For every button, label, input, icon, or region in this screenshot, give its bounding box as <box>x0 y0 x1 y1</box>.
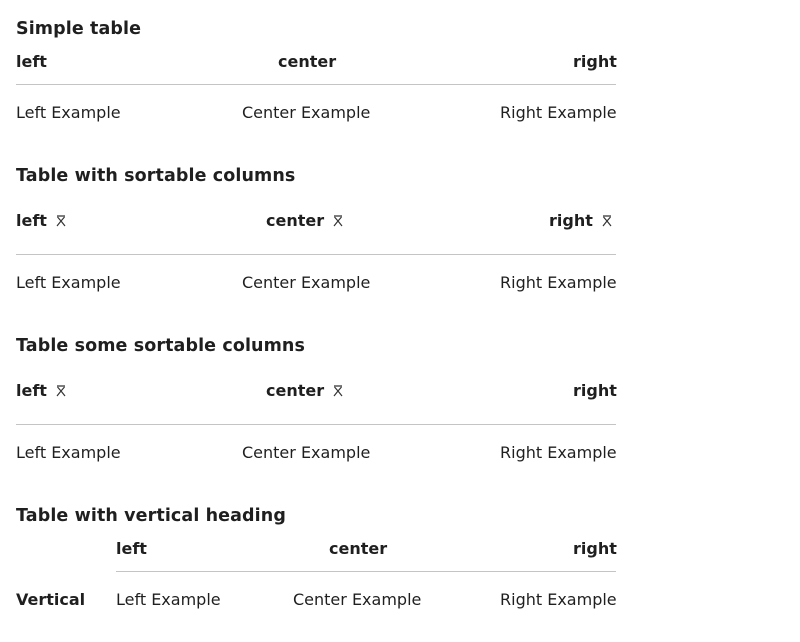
header-divider <box>116 571 616 572</box>
column-header-label: center <box>266 381 325 400</box>
table-caption: Simple table <box>16 19 142 39</box>
column-header-label: center <box>266 211 325 230</box>
sort-arrows-icon[interactable] <box>55 214 67 228</box>
table-cell: Left Example <box>16 273 121 292</box>
sort-arrows-icon[interactable] <box>601 214 613 228</box>
column-header-center: center <box>329 539 388 558</box>
table-cell: Center Example <box>242 273 371 292</box>
column-header-left: left <box>16 52 47 71</box>
table-cell: Center Example <box>242 103 371 122</box>
table-cell: Right Example <box>500 443 617 462</box>
table-cell: Center Example <box>293 590 422 609</box>
table-cell: Left Example <box>116 590 221 609</box>
table-caption: Table some sortable columns <box>16 336 306 356</box>
sortable-header-center[interactable]: center <box>266 211 344 230</box>
sortable-header-left[interactable]: left <box>16 211 67 230</box>
sortable-header-right[interactable]: right <box>549 211 613 230</box>
table-caption: Table with sortable columns <box>16 166 296 186</box>
row-header: Vertical <box>16 590 86 609</box>
table-cell: Right Example <box>500 273 617 292</box>
table-cell: Left Example <box>16 103 121 122</box>
column-header-left: left <box>116 539 147 558</box>
table-cell: Center Example <box>242 443 371 462</box>
table-caption: Table with vertical heading <box>16 506 286 526</box>
column-header-right: right <box>573 52 617 71</box>
table-cell: Right Example <box>500 103 617 122</box>
table-cell: Left Example <box>16 443 121 462</box>
sort-arrows-icon[interactable] <box>332 214 344 228</box>
column-header-center: center <box>278 52 337 71</box>
header-divider <box>16 84 616 85</box>
sortable-header-left[interactable]: left <box>16 381 67 400</box>
column-header-label: left <box>16 211 47 230</box>
sortable-header-center[interactable]: center <box>266 381 344 400</box>
column-header-right: right <box>573 539 617 558</box>
table-cell: Right Example <box>500 590 617 609</box>
sort-arrows-icon[interactable] <box>332 384 344 398</box>
header-divider <box>16 254 616 255</box>
column-header-right: right <box>573 381 617 400</box>
sort-arrows-icon[interactable] <box>55 384 67 398</box>
header-divider <box>16 424 616 425</box>
column-header-label: left <box>16 381 47 400</box>
column-header-label: right <box>549 211 593 230</box>
